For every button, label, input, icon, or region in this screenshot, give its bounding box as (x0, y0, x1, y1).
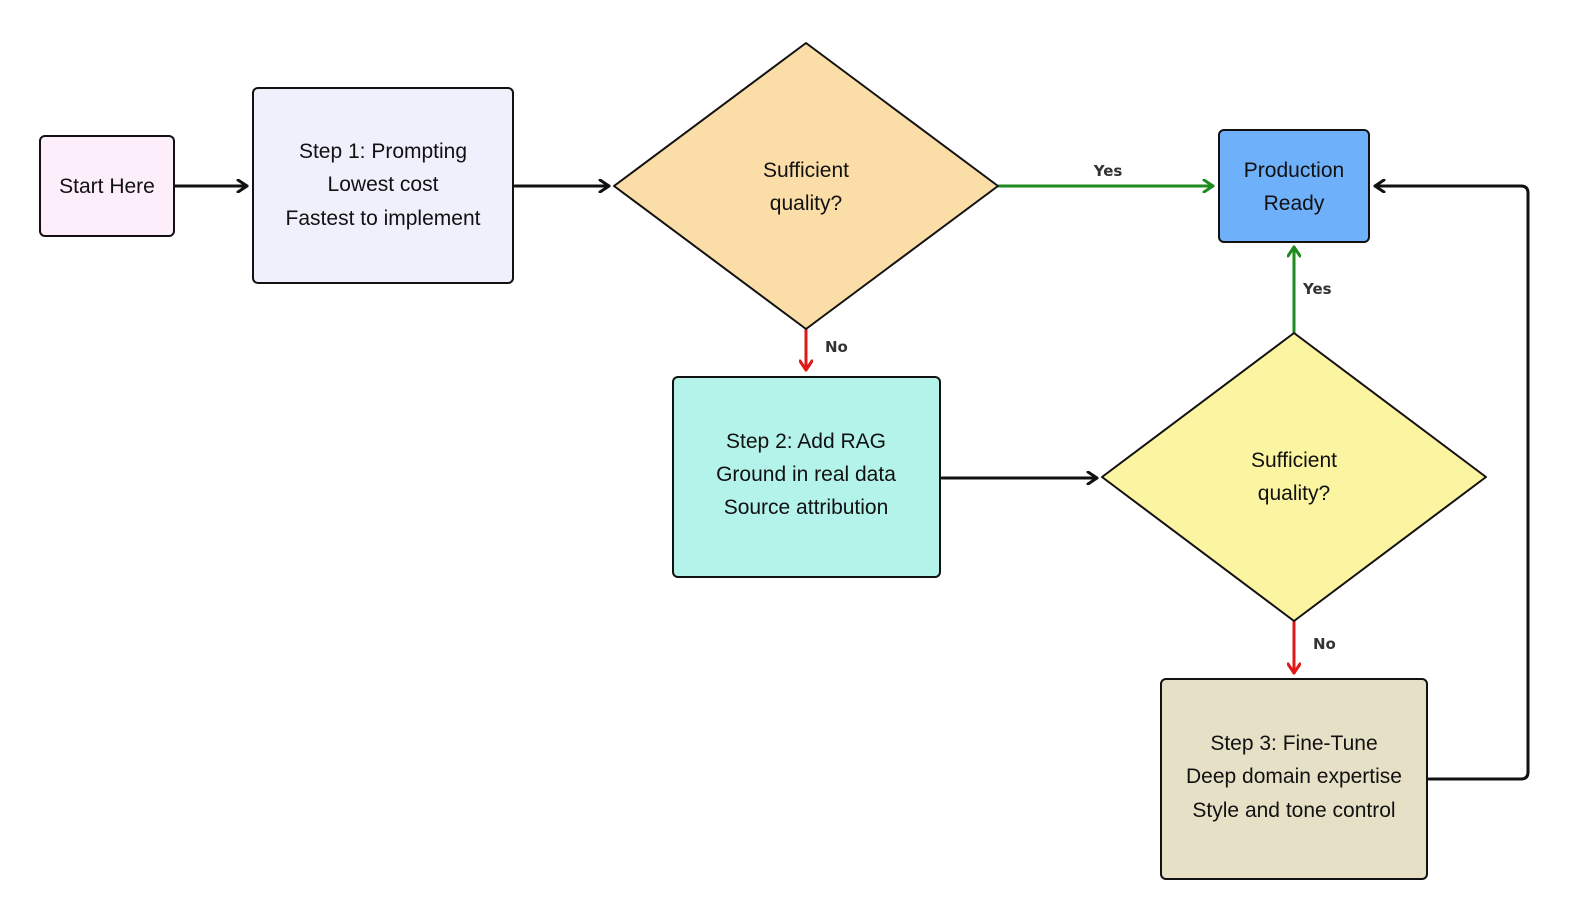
node-production: Production Ready (1218, 129, 1370, 243)
decision2-line-2: quality? (1258, 482, 1330, 505)
node-decision2: Sufficient quality? (1101, 332, 1487, 622)
node-decision1: Sufficient quality? (613, 42, 999, 330)
step2-line-2: Ground in real data (716, 463, 896, 486)
production-line-1: Production (1244, 159, 1344, 182)
step1-box (252, 87, 514, 284)
decision2-line-1: Sufficient (1251, 449, 1337, 472)
edge-labels: Yes No Yes No (825, 162, 1336, 653)
label-decision2-no: No (1313, 635, 1336, 653)
step1-line-1: Step 1: Prompting (299, 140, 467, 163)
label-decision2-yes: Yes (1302, 280, 1332, 298)
decision1-line-2: quality? (770, 192, 842, 215)
step1-line-2: Lowest cost (328, 173, 439, 196)
label-decision1-no: No (825, 338, 848, 356)
node-start: Start Here (39, 135, 175, 237)
node-step1: Step 1: Prompting Lowest cost Fastest to… (252, 87, 514, 284)
node-step2: Step 2: Add RAG Ground in real data Sour… (672, 376, 941, 578)
decision1-diamond (613, 42, 999, 330)
label-decision1-yes: Yes (1093, 162, 1123, 180)
step3-box (1160, 678, 1428, 880)
step2-line-1: Step 2: Add RAG (726, 430, 886, 453)
step3-line-1: Step 3: Fine-Tune (1210, 732, 1377, 755)
production-line-2: Ready (1264, 192, 1325, 215)
step3-line-2: Deep domain expertise (1186, 765, 1402, 788)
edges (173, 186, 1530, 781)
decision2-diamond (1101, 332, 1487, 622)
edge-step3-to-production (1373, 186, 1530, 781)
step1-line-3: Fastest to implement (286, 207, 481, 230)
step2-line-3: Source attribution (724, 496, 889, 519)
decision1-line-1: Sufficient (763, 159, 849, 182)
step3-line-3: Style and tone control (1192, 799, 1395, 822)
start-label: Start Here (59, 175, 155, 198)
node-step3: Step 3: Fine-Tune Deep domain expertise … (1160, 678, 1428, 880)
step2-box (672, 376, 941, 578)
start-box (39, 135, 175, 237)
production-box (1218, 129, 1370, 243)
